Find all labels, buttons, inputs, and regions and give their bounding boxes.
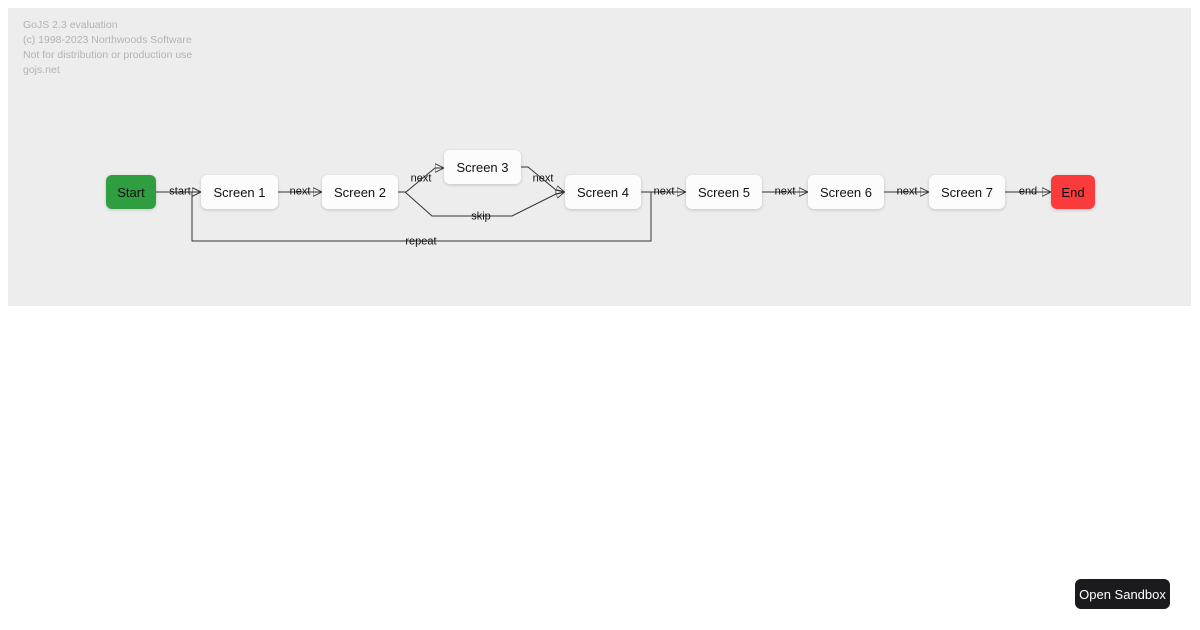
node-screen-5[interactable]: Screen 5 [686,175,762,209]
open-sandbox-button[interactable]: Open Sandbox [1075,579,1170,609]
node-screen-1[interactable]: Screen 1 [201,175,278,209]
node-screen-6[interactable]: Screen 6 [808,175,884,209]
node-start[interactable]: Start [106,175,156,209]
node-end[interactable]: End [1051,175,1095,209]
link-label-skip: skip [471,210,491,223]
node-screen-7[interactable]: Screen 7 [929,175,1005,209]
watermark-line-3: Not for distribution or production use [23,49,193,61]
link-label-next-3: next [532,172,554,185]
gojs-watermark: GoJS 2.3 evaluation (c) 1998-2023 Northw… [23,18,192,78]
watermark-line-4: gojs.net [23,64,60,76]
link-label-next-6: next [896,185,918,198]
link-label-next-4: next [653,185,675,198]
watermark-line-2: (c) 1998-2023 Northwoods Software [23,34,192,46]
link-label-start: start [169,185,191,198]
link-skip-2-4[interactable] [398,192,564,217]
watermark-line-1: GoJS 2.3 evaluation [23,19,118,31]
links-layer [156,8,1191,242]
link-label-end: end [1018,185,1038,198]
link-label-next-1: next [289,185,311,198]
node-screen-4[interactable]: Screen 4 [565,175,641,209]
node-screen-3[interactable]: Screen 3 [444,150,521,184]
node-screen-2[interactable]: Screen 2 [322,175,398,209]
link-label-next-2: next [410,172,432,185]
link-label-repeat: repeat [405,235,437,248]
link-repeat-4-1[interactable] [191,192,652,242]
diagram-canvas[interactable]: GoJS 2.3 evaluation (c) 1998-2023 Northw… [8,8,1191,306]
link-label-next-5: next [774,185,796,198]
